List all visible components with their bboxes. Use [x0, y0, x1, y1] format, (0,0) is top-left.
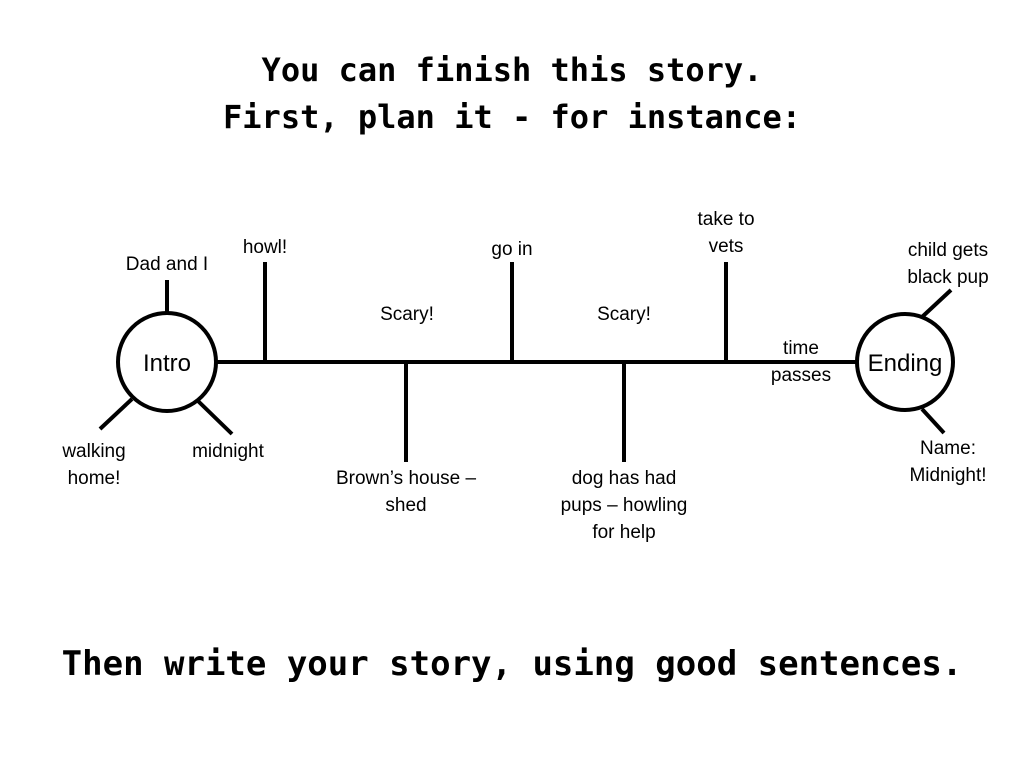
ending-label: Ending [867, 350, 943, 377]
intro-label: Intro [142, 350, 192, 377]
title-line-2: First, plan it - for instance: [223, 98, 801, 136]
title-line-1: You can finish this story. [261, 51, 763, 89]
scary-note-2: Scary! [597, 304, 651, 325]
footer-instruction: Then write your story, using good senten… [61, 644, 963, 684]
time-passes-note: time passes [770, 338, 832, 386]
howl-label: howl! [242, 237, 288, 258]
ending-lower-spoke [920, 407, 946, 435]
ending-upper-spoke [920, 288, 953, 319]
ending-lower-label: Name: Midnight! [909, 438, 987, 486]
browns-house-label: Brown’s house – shed [335, 468, 477, 516]
intro-lower-right-spoke [196, 399, 234, 436]
take-to-vets-label: take to vets [697, 209, 755, 257]
intro-top-label: Dad and I [125, 254, 209, 275]
intro-lower-left-label: walking home! [62, 441, 126, 489]
ending-upper-label: child gets black pup [907, 240, 989, 288]
go-in-label: go in [491, 239, 533, 260]
dog-pups-label: dog has had pups – howling for help [560, 468, 688, 543]
scary-note-1: Scary! [380, 304, 434, 325]
intro-lower-right-label: midnight [192, 441, 264, 462]
intro-lower-left-spoke [98, 397, 134, 431]
ending-circle [855, 312, 955, 412]
